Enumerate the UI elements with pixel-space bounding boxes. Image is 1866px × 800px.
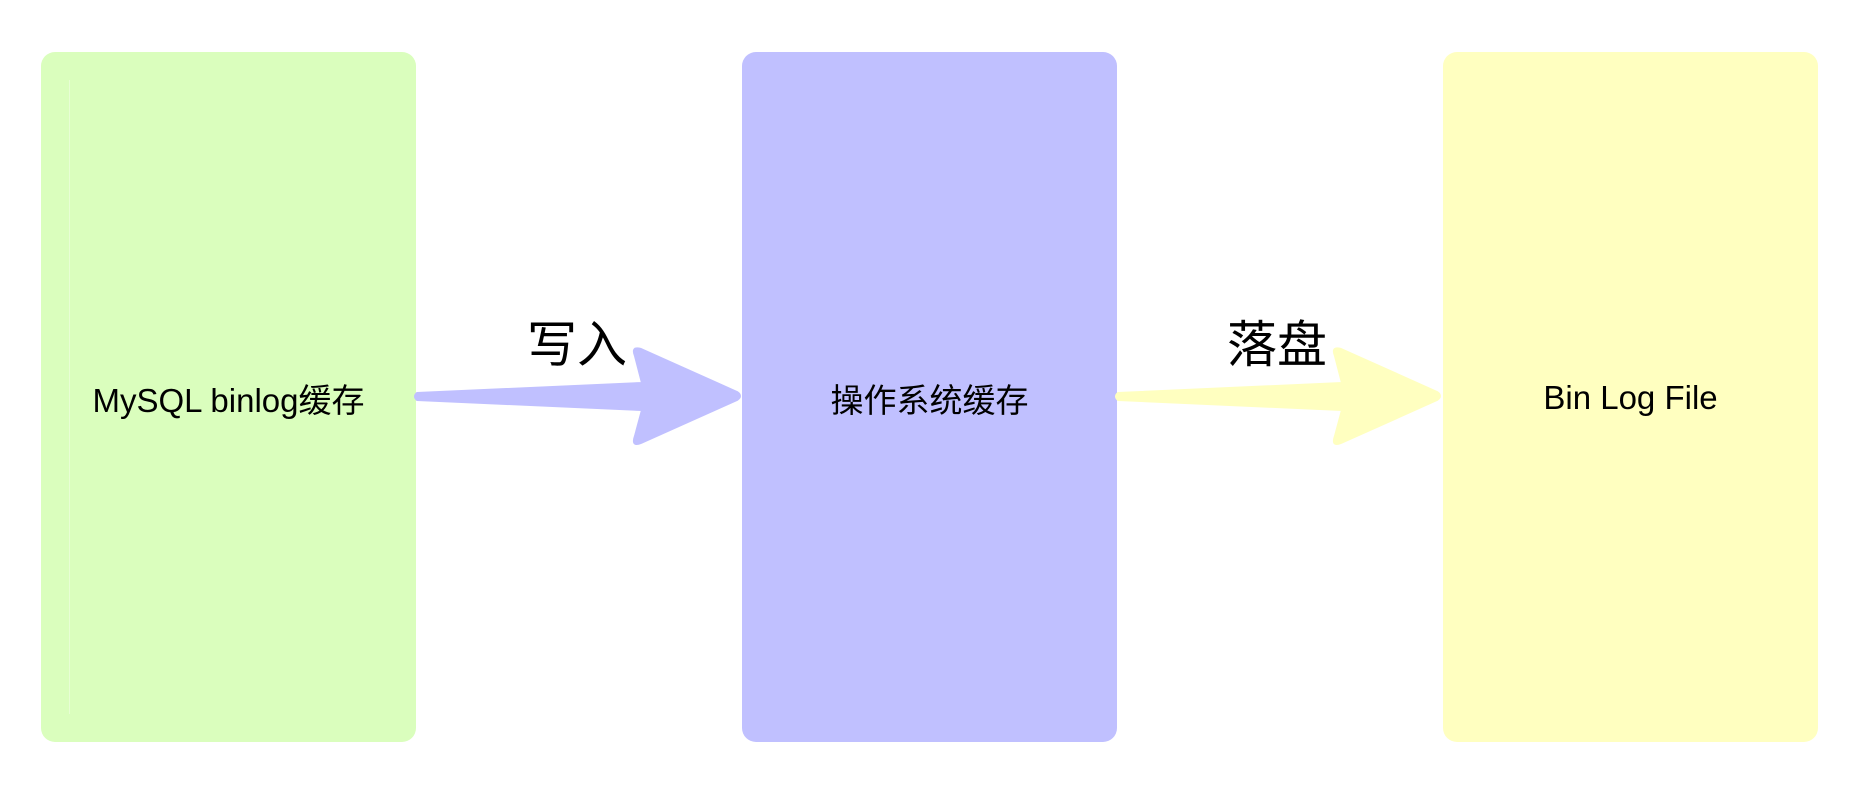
node-os-cache: 操作系统缓存 (742, 52, 1117, 742)
node-label: MySQL binlog缓存 (92, 382, 365, 419)
node-mysql-binlog-cache: MySQL binlog缓存 (41, 52, 416, 742)
node-binlog-file: Bin Log File (1443, 52, 1818, 742)
node-label: Bin Log File (1543, 379, 1718, 416)
edge-label-flush: 落盘 (1227, 316, 1327, 374)
edge-label-write: 写入 (527, 316, 627, 374)
node-label: 操作系统缓存 (830, 382, 1029, 419)
inner-divider-line (69, 80, 70, 714)
